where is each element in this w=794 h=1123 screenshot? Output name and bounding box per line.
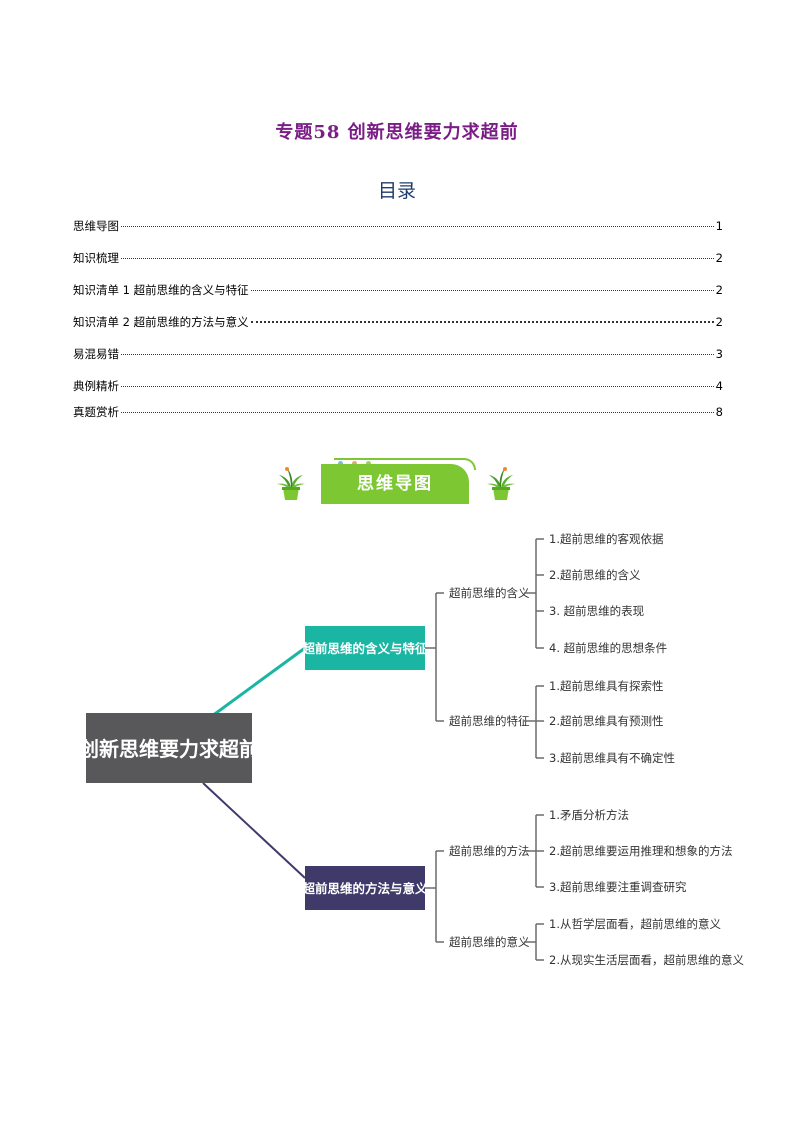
toc-entry-page: 3	[715, 347, 723, 361]
toc-entry-page: 2	[715, 283, 723, 297]
toc-entry[interactable]: 知识清单 2 超前思维的方法与意义 2	[73, 314, 723, 346]
mindmap-branch-label: 超前思维的含义与特征	[301, 641, 428, 656]
potted-plant-icon	[277, 467, 305, 500]
connector-line	[524, 814, 544, 888]
toc-entry-label: 知识梳理	[73, 251, 119, 265]
toc-entry[interactable]: 典例精析 4	[73, 378, 723, 404]
mindmap-subtopic: 超前思维的含义	[449, 586, 530, 600]
toc-entry-page: 1	[715, 219, 723, 233]
toc-entry-label: 知识清单 2 超前思维的方法与意义	[73, 315, 249, 329]
toc-leader	[121, 258, 714, 259]
banner-dot	[338, 461, 343, 466]
toc-leader	[250, 290, 714, 291]
toc-entry[interactable]: 真题赏析 8	[73, 404, 723, 436]
toc-entry-label: 典例精析	[73, 379, 119, 393]
toc-entry[interactable]: 知识清单 1 超前思维的含义与特征 2	[73, 282, 723, 314]
mindmap-leaf: 4. 超前思维的思想条件	[549, 641, 667, 655]
toc-leader	[121, 226, 714, 227]
mindmap-leaf: 2.超前思维具有预测性	[549, 714, 663, 728]
toc-entry-label: 易混易错	[73, 347, 119, 361]
toc-leader	[121, 412, 714, 413]
connector-line	[211, 646, 306, 718]
banner-label: 思维导图	[321, 464, 469, 504]
toc-leader	[250, 321, 714, 323]
toc-entry[interactable]: 知识梳理 2	[73, 250, 723, 282]
toc-entry-page: 2	[715, 251, 723, 265]
toc-entry-label: 思维导图	[73, 219, 119, 233]
toc-leader	[121, 354, 714, 355]
toc-entry-label: 真题赏析	[73, 405, 119, 419]
toc-entry-label: 知识清单 1 超前思维的含义与特征	[73, 283, 249, 297]
mindmap-leaf: 3. 超前思维的表现	[549, 604, 644, 618]
potted-plant-icon	[487, 467, 515, 500]
connector-line	[524, 685, 544, 759]
mindmap-leaf: 1.从哲学层面看，超前思维的意义	[549, 917, 721, 931]
mindmap-leaf: 1.矛盾分析方法	[549, 808, 629, 822]
toc-entry-page: 2	[715, 315, 723, 329]
mindmap-root	[86, 713, 252, 783]
connector-line	[425, 850, 444, 943]
toc-leader	[121, 386, 714, 387]
mindmap-leaf: 2.从现实生活层面看，超前思维的意义	[549, 953, 744, 967]
connector-line	[425, 592, 444, 722]
mindmap-branch	[305, 626, 425, 670]
connector-line	[524, 923, 544, 961]
document-title: 专题58 创新思维要力求超前	[275, 122, 519, 143]
mindmap-subtopic: 超前思维的意义	[449, 935, 530, 949]
toc-heading: 目录	[377, 180, 416, 202]
toc-entry-page: 8	[715, 405, 723, 419]
section-banner: 思维导图	[276, 458, 516, 508]
mindmap-leaf: 3.超前思维要注重调查研究	[549, 880, 687, 894]
mindmap-branch-label: 超前思维的方法与意义	[301, 881, 428, 896]
connector-line	[202, 782, 306, 879]
table-of-contents: 思维导图 1 知识梳理 2 知识清单 1 超前思维的含义与特征 2 知识清单 2…	[73, 218, 723, 436]
mindmap-leaf: 3.超前思维具有不确定性	[549, 751, 675, 765]
toc-entry-page: 4	[715, 379, 723, 393]
mindmap-leaf: 2.超前思维要运用推理和想象的方法	[549, 844, 732, 858]
mindmap-leaf: 1.超前思维具有探索性	[549, 679, 663, 693]
toc-entry[interactable]: 思维导图 1	[73, 218, 723, 250]
mindmap-subtopic: 超前思维的方法	[449, 844, 530, 858]
mindmap-root-label: 创新思维要力求超前	[78, 737, 259, 761]
toc-entry[interactable]: 易混易错 3	[73, 346, 723, 378]
banner-dot	[352, 461, 357, 466]
mindmap-branch	[305, 866, 425, 910]
mindmap-leaf: 2.超前思维的含义	[549, 568, 641, 582]
mindmap-subtopic: 超前思维的特征	[449, 714, 530, 728]
mindmap-leaf: 1.超前思维的客观依据	[549, 532, 664, 546]
connector-line	[524, 538, 544, 649]
banner-dot	[366, 461, 371, 466]
